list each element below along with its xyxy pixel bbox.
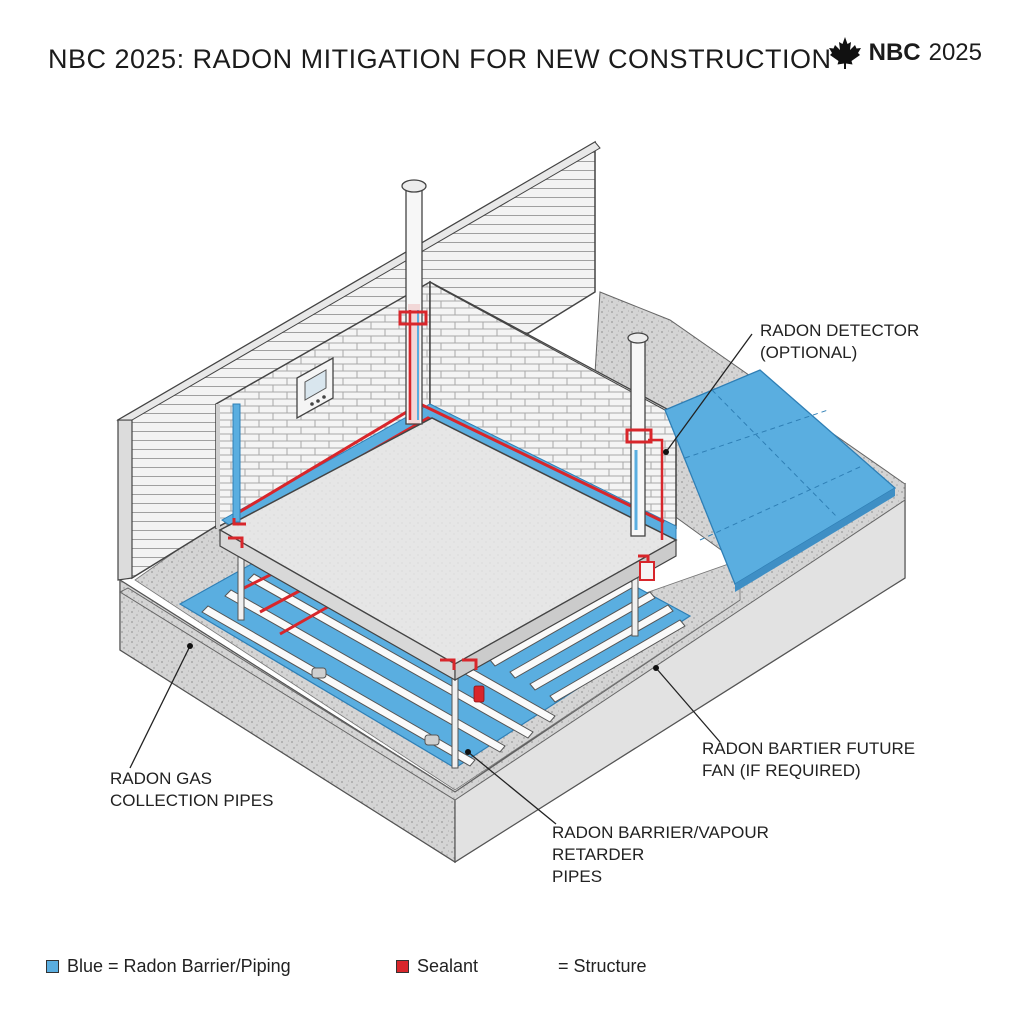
- left-wall-pipe: [232, 403, 246, 526]
- callout-line: RADON GAS: [110, 769, 213, 788]
- fan-red-valve: [473, 685, 485, 703]
- callout-radon-detector: RADON DETECTOR (OPTIONAL): [760, 320, 919, 364]
- leader-lines: [129, 333, 753, 825]
- brand-nbc: NBC: [868, 39, 921, 66]
- callout-line: RADON DETECTOR: [760, 321, 920, 340]
- concrete-slab: [218, 417, 678, 682]
- maple-leaf-icon: [828, 37, 861, 69]
- callout-line: COLLECTION PIPES: [110, 791, 274, 810]
- blue-swatch: [46, 960, 59, 973]
- callout-collection-pipes: RADON GAS COLLECTION PIPES: [110, 768, 273, 812]
- legend: Blue = Radon Barrier/Piping Sealant = St…: [46, 956, 986, 982]
- double-line: = Structure: [558, 956, 647, 976]
- leader-dots: [187, 449, 669, 755]
- blue-pad: [664, 369, 897, 592]
- callout-line: (OPTIONAL): [760, 343, 858, 362]
- legend-item-structure: = Structure: [558, 956, 647, 977]
- brand-logo: NBC 2025: [827, 36, 982, 70]
- red-swatch: [396, 960, 409, 973]
- callout-line: RADON BARRIER/VAPOUR: [552, 823, 769, 842]
- callout-line: FAN (IF REQUIRED): [702, 761, 861, 780]
- vent-stack-secondary: [625, 332, 664, 581]
- page-title: NBC 2025: RADON MITIGATION FOR NEW CONST…: [48, 44, 832, 74]
- legend-label: Sealant: [417, 956, 479, 976]
- legend-label: Blue = Radon Barrier/Piping: [67, 956, 291, 976]
- legend-item-barrier: Blue = Radon Barrier/Piping: [46, 956, 291, 977]
- radon-detector-panel: [296, 356, 334, 420]
- callout-line: RETARDER: [552, 845, 645, 864]
- callout-line: RADON BARTIER FUTURE: [702, 739, 916, 758]
- brand-year: 2025: [928, 39, 982, 66]
- callout-line: PIPES: [552, 867, 603, 886]
- vent-stack-main: [398, 179, 428, 425]
- legend-item-sealant: Sealant: [396, 956, 478, 977]
- callout-barrier-vapour: RADON BARRIER/VAPOUR RETARDER PIPES: [552, 822, 769, 888]
- interior-walls: [215, 280, 677, 530]
- callout-future-fan: RADON BARTIER FUTURE FAN (IF REQUIRED): [702, 738, 915, 782]
